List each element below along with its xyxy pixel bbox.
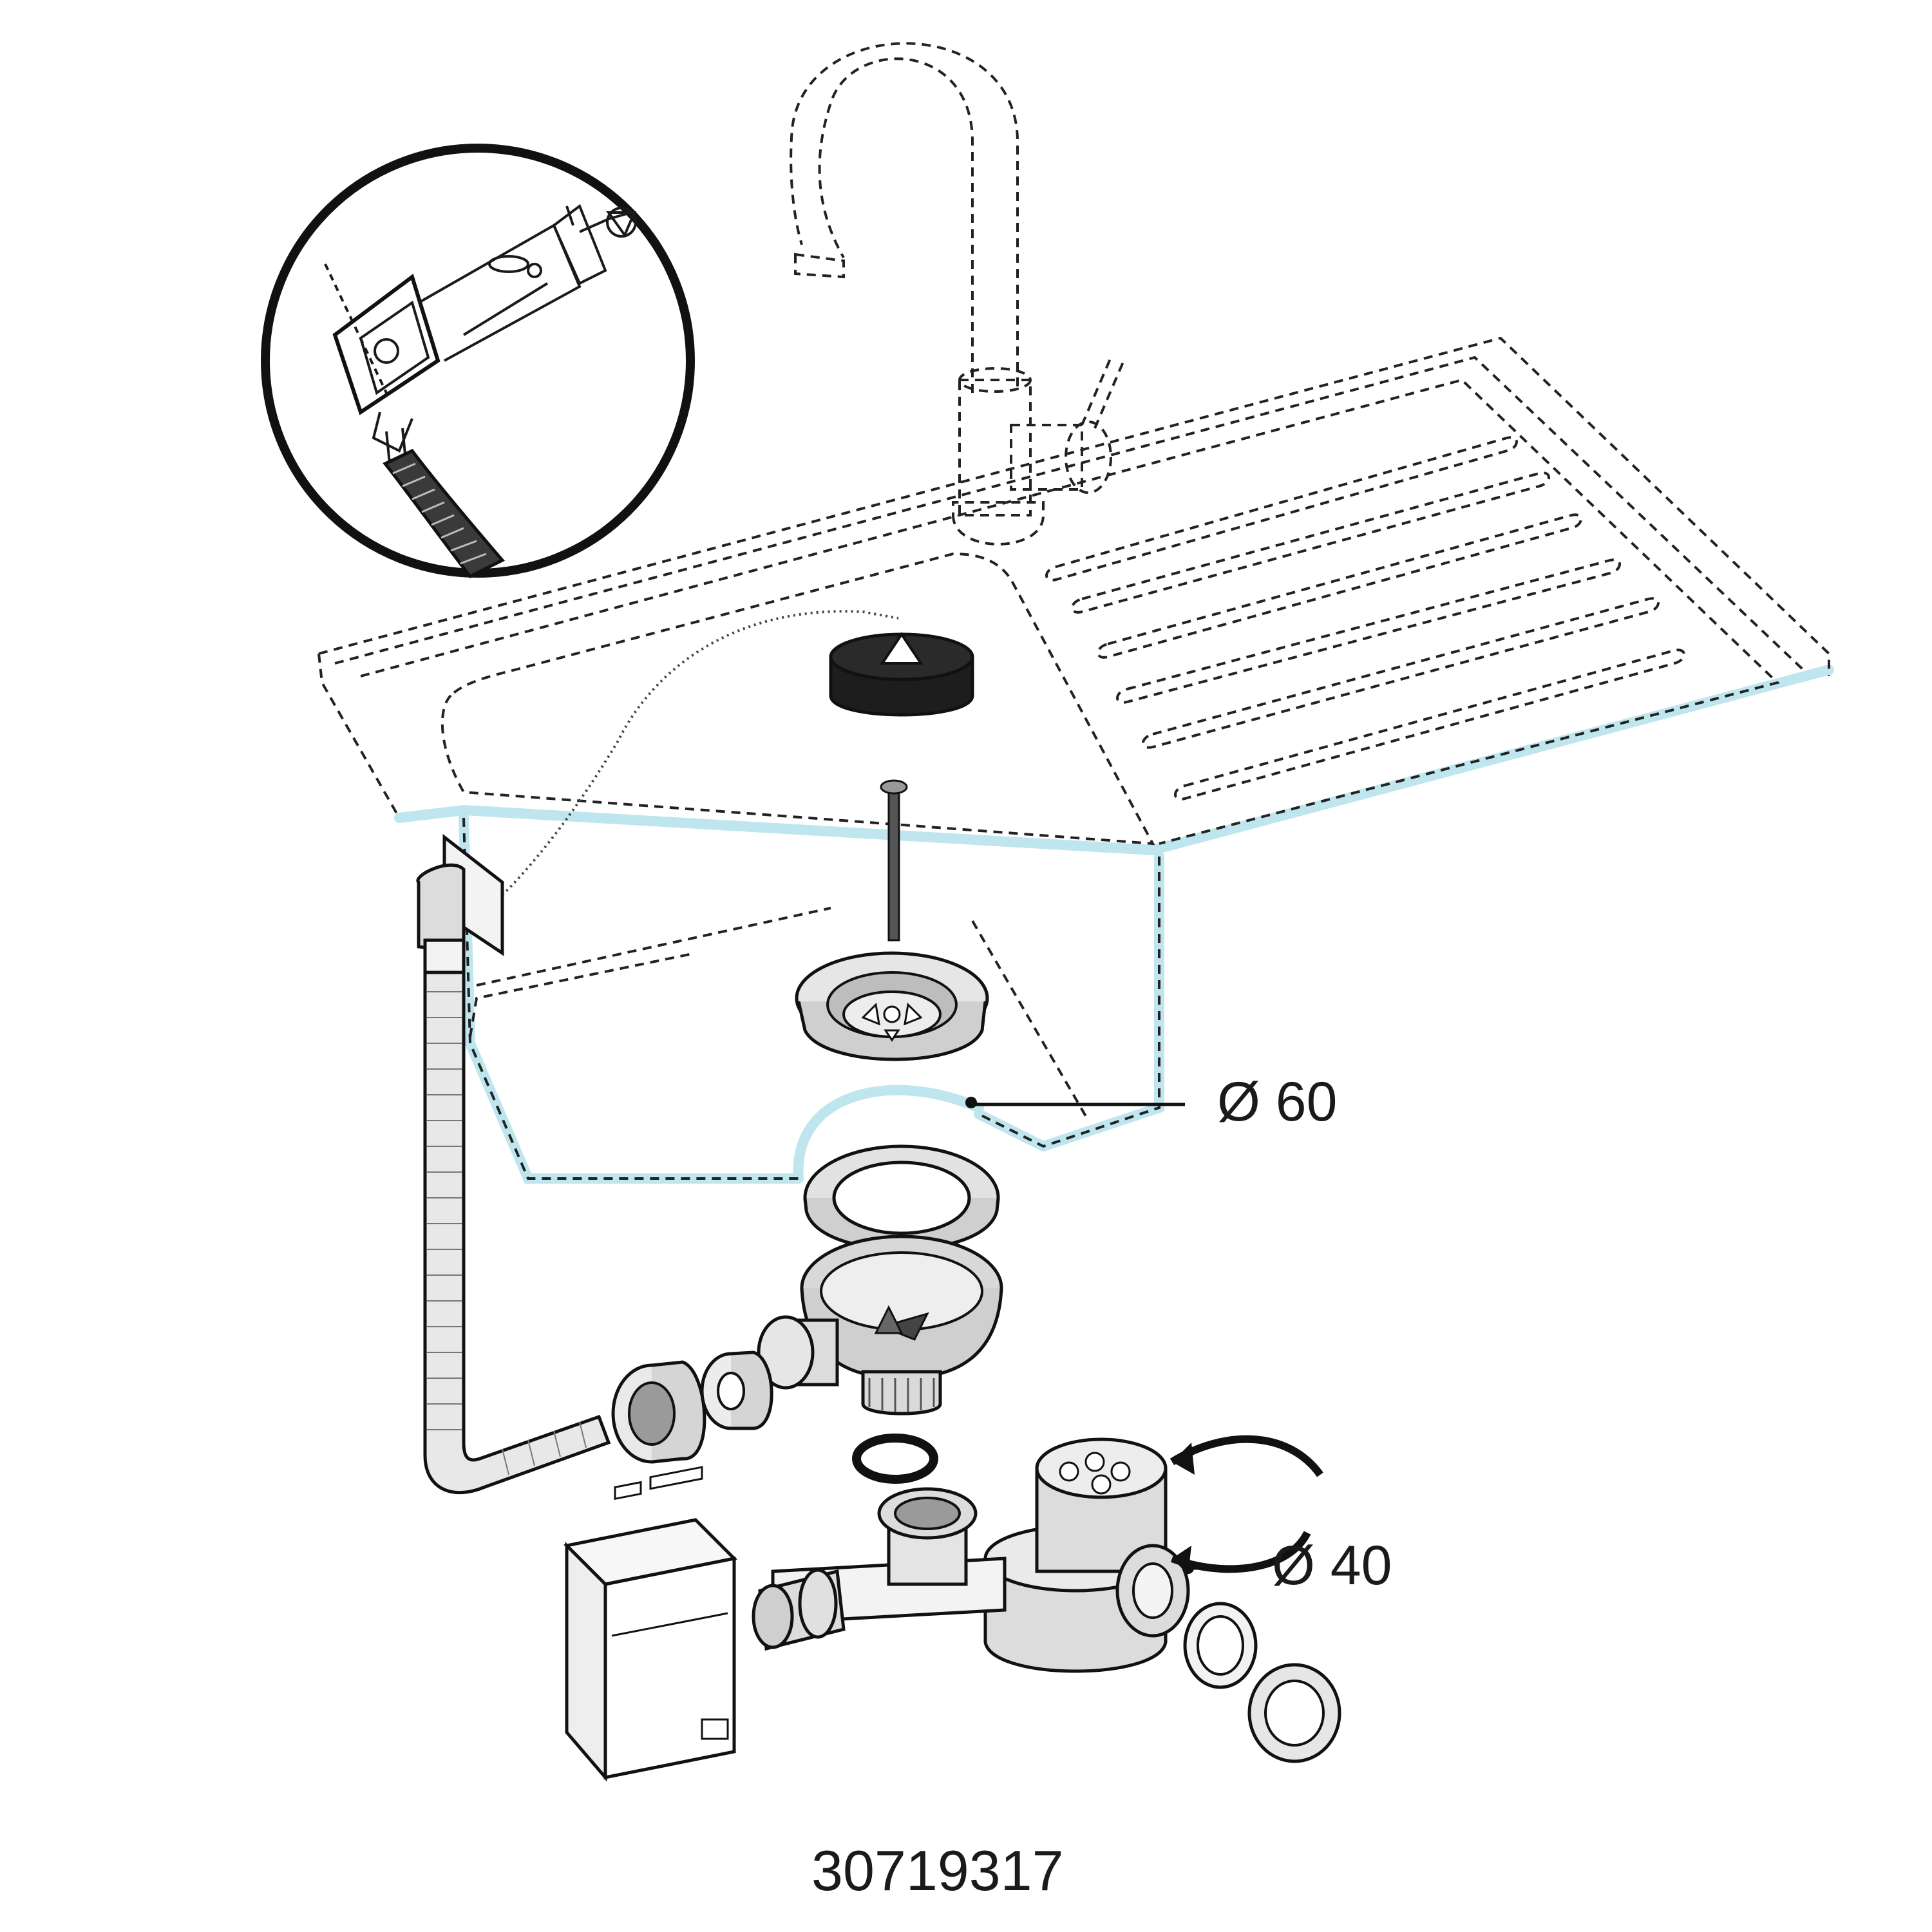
overflow-diameter-callout: Ø 40 [1182,1535,1392,1596]
drain-diameter-label: Ø 60 [1217,1071,1337,1133]
overflow-hose [416,833,611,1495]
bottle-trap [752,1437,1190,1673]
strainer-basket [795,779,989,1061]
o-ring-seal [852,1434,938,1484]
product-code: 30719317 [811,1839,1064,1902]
faucet-icon [790,42,1125,545]
flange-ring [803,1144,1000,1251]
overflow-connector-nut [611,1350,773,1464]
drain-diameter-callout: Ø 60 [965,1071,1337,1133]
sink-plug-icon [501,610,974,896]
washing-machine-icon [563,1466,738,1782]
outlet-nut [1183,1602,1341,1763]
overflow-diameter-label: Ø 40 [1272,1535,1392,1596]
drain-body [757,1235,1003,1416]
overflow-detail-inset [261,144,695,579]
sink-outline [317,336,1834,1184]
